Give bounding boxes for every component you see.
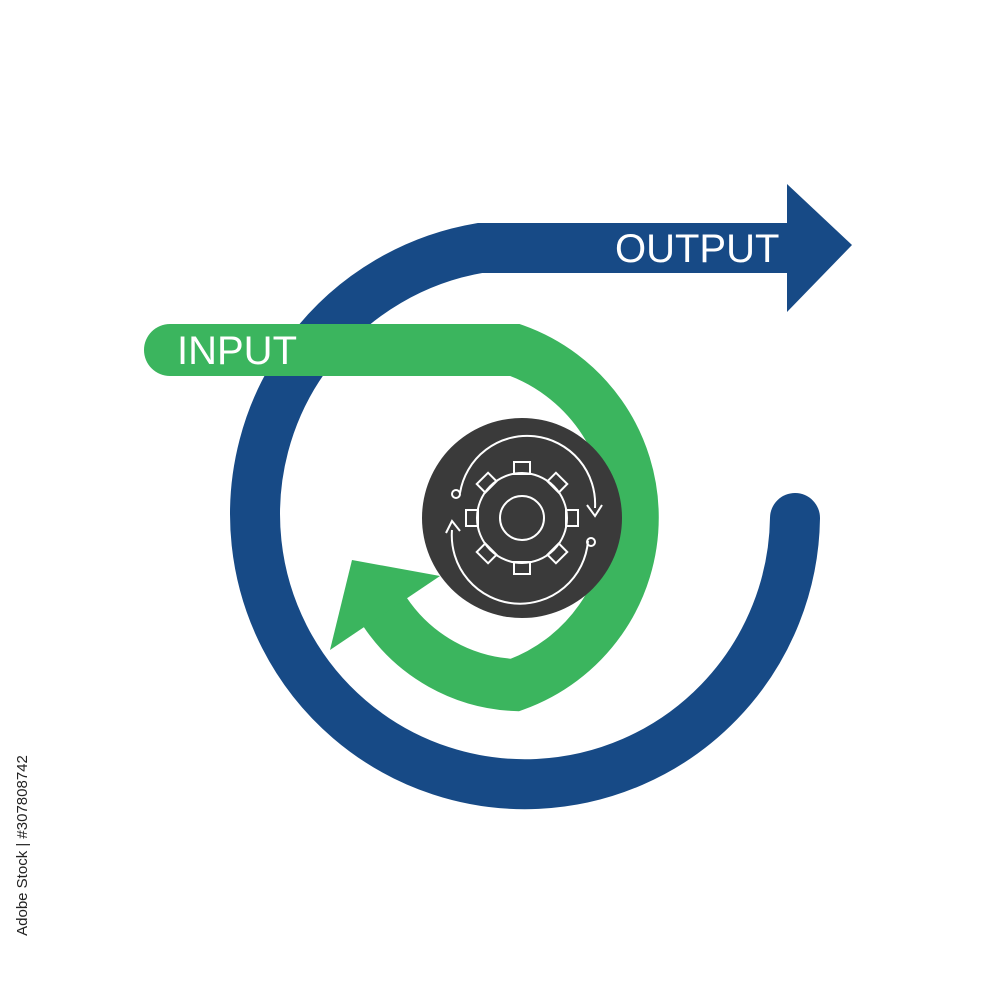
- output-label: OUTPUT: [615, 227, 779, 271]
- arrow-right-icon: [787, 184, 852, 312]
- gear-icon: [465, 461, 579, 575]
- input-label: INPUT: [177, 329, 297, 373]
- input-path-arc: [144, 324, 659, 712]
- gear-cycle-icon: [422, 418, 622, 618]
- core-disc: [422, 418, 622, 618]
- stock-id-watermark: Adobe Stock | #307808742: [2, 755, 42, 936]
- stock-id-text: Adobe Stock | #307808742: [13, 754, 31, 936]
- arrow-up-left-icon: [330, 560, 440, 650]
- cycle-arrows-icon: [445, 434, 603, 605]
